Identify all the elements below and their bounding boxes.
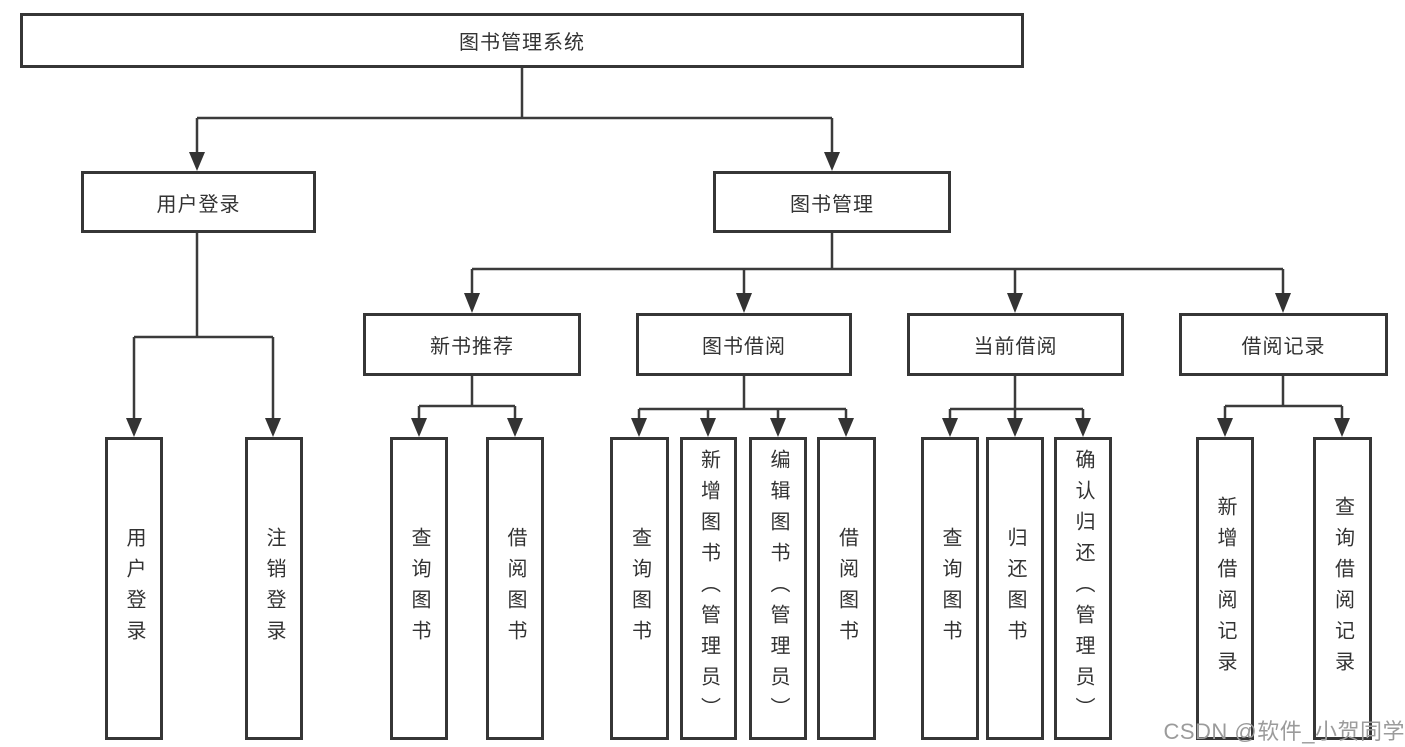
leaf-query-borrow-record-label: 查询借阅记录 — [1331, 495, 1354, 682]
leaf-borrow-books-recommend-label: 借阅图书 — [504, 526, 526, 651]
node-user-login-label: 用户登录 — [156, 193, 241, 216]
node-book-management: 图书管理 — [713, 171, 951, 233]
node-book-borrow: 图书借阅 — [636, 313, 852, 376]
leaf-edit-books-admin: 编辑图书（管理员） — [749, 437, 807, 740]
node-book-borrow-label: 图书借阅 — [702, 336, 786, 358]
leaf-query-books-borrow-label: 查询图书 — [628, 526, 651, 651]
node-borrow-records: 借阅记录 — [1179, 313, 1388, 376]
leaf-query-books-recommend-label: 查询图书 — [408, 526, 430, 651]
node-user-login: 用户登录 — [81, 171, 316, 233]
leaf-return-books: 归还图书 — [986, 437, 1044, 740]
node-library-system: 图书管理系统 — [20, 13, 1024, 68]
leaf-edit-books-admin-label: 编辑图书（管理员） — [767, 449, 789, 728]
leaf-logout: 注销登录 — [245, 437, 303, 740]
leaf-borrow-books: 借阅图书 — [817, 437, 876, 740]
leaf-user-login: 用户登录 — [105, 437, 163, 740]
leaf-add-borrow-record-label: 新增借阅记录 — [1214, 495, 1236, 682]
leaf-query-books-current-label: 查询图书 — [939, 526, 961, 651]
leaf-confirm-return-admin-label: 确认归还（管理员） — [1072, 449, 1094, 728]
leaf-add-books-admin-label: 新增图书（管理员） — [697, 449, 720, 728]
leaf-add-books-admin: 新增图书（管理员） — [680, 437, 737, 740]
node-new-book-recommend: 新书推荐 — [363, 313, 581, 376]
leaf-borrow-books-recommend: 借阅图书 — [486, 437, 544, 740]
node-borrow-records-label: 借阅记录 — [1241, 336, 1326, 358]
leaf-logout-label: 注销登录 — [263, 526, 285, 651]
node-library-system-label: 图书管理系统 — [459, 32, 585, 54]
leaf-user-login-label: 用户登录 — [123, 526, 145, 651]
leaf-confirm-return-admin: 确认归还（管理员） — [1054, 437, 1112, 740]
node-current-borrow: 当前借阅 — [907, 313, 1124, 376]
leaf-query-books-recommend: 查询图书 — [390, 437, 448, 740]
leaf-query-borrow-record: 查询借阅记录 — [1313, 437, 1372, 740]
node-new-book-recommend-label: 新书推荐 — [430, 336, 514, 358]
node-book-management-label: 图书管理 — [790, 193, 874, 216]
node-current-borrow-label: 当前借阅 — [973, 336, 1058, 358]
leaf-add-borrow-record: 新增借阅记录 — [1196, 437, 1254, 740]
leaf-query-books-borrow: 查询图书 — [610, 437, 669, 740]
leaf-return-books-label: 归还图书 — [1004, 526, 1026, 651]
csdn-watermark: CSDN @软件_小贺同学 — [1163, 719, 1405, 744]
leaf-borrow-books-label: 借阅图书 — [835, 526, 858, 651]
leaf-query-books-current: 查询图书 — [921, 437, 979, 740]
